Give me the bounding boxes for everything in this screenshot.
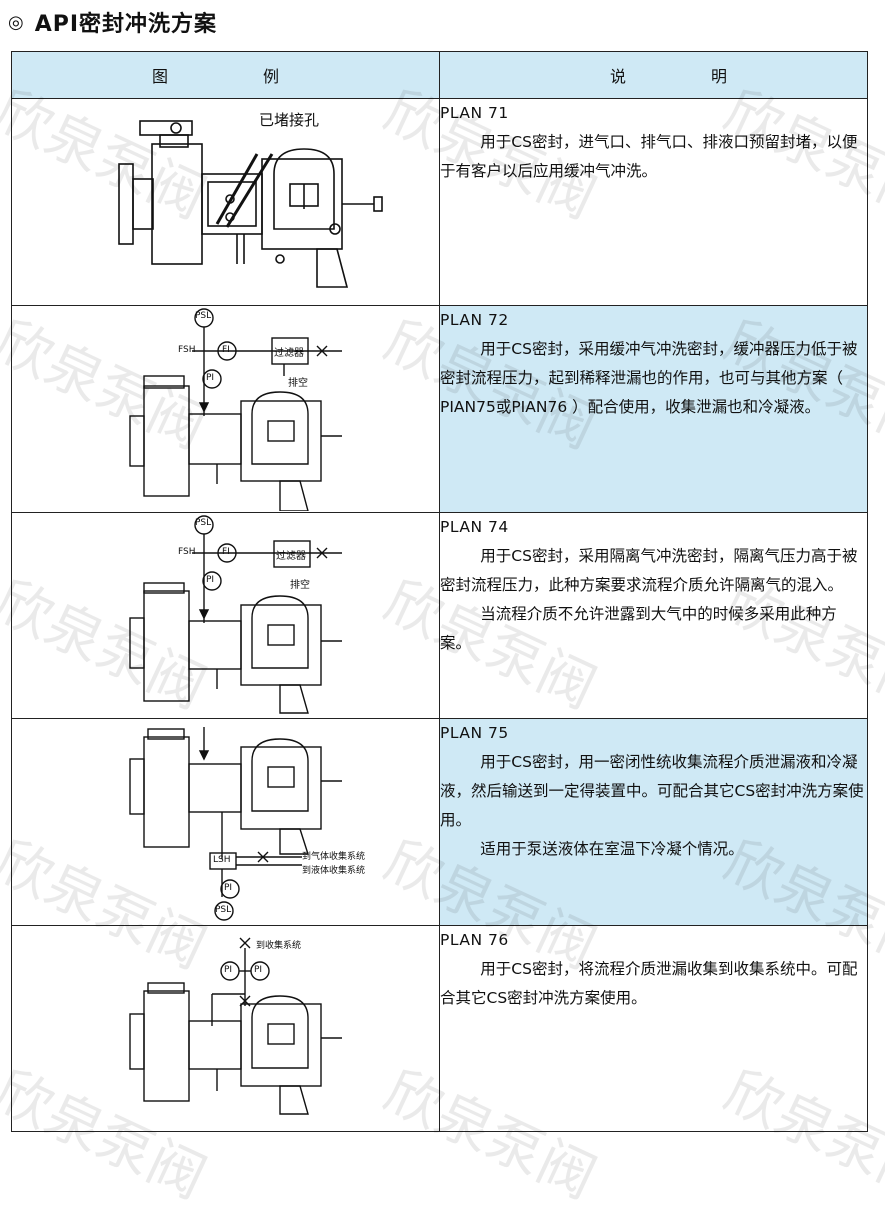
table-row: 到收集系统 PI PI PLAN 76 用于CS密封，将流程介质泄漏收集到收集系…	[11, 925, 868, 1132]
plan72-diagram: PSL FSH FI PI 过滤器 排空	[11, 305, 440, 513]
plan72-description: PLAN 72 用于CS密封，采用缓冲气冲洗密封，缓冲器压力低于被密封流程压力，…	[439, 305, 868, 513]
plan72-label-pi: PI	[206, 373, 215, 383]
plan74-name: PLAN 74	[440, 518, 509, 536]
plan75-name: PLAN 75	[440, 724, 509, 742]
plan72-label-filter: 过滤器	[274, 348, 304, 359]
plan75-label-psl: PSL	[215, 905, 232, 915]
plan74-para1: 用于CS密封，采用隔离气冲洗密封，隔离气压力高于被密封流程压力，此种方案要求流程…	[440, 547, 858, 594]
plan74-description: PLAN 74 用于CS密封，采用隔离气冲洗密封，隔离气压力高于被密封流程压力，…	[439, 512, 868, 719]
title-circle-icon: ◎	[8, 11, 25, 33]
plan74-label-filter: 过滤器	[276, 551, 306, 562]
plan74-label-pi: PI	[206, 575, 215, 585]
plan76-diagram: 到收集系统 PI PI	[11, 925, 440, 1132]
plan74-label-drain: 排空	[290, 580, 310, 591]
plan76-name: PLAN 76	[440, 931, 509, 949]
plan76-label-pi2: PI	[254, 965, 263, 975]
header-figure-char1: 图	[152, 67, 169, 86]
plan71-name: PLAN 71	[440, 104, 509, 122]
plan75-label-gas: 到气体收集系统	[302, 852, 366, 862]
plan72-para1: 用于CS密封，采用缓冲气冲洗密封，缓冲器压力低于被密封流程压力，起到稀释泄漏也的…	[440, 340, 858, 416]
plan74-diagram: PSL FSH FI PI 过滤器 排空	[11, 512, 440, 719]
table-row: PSL FSH FI PI 过滤器 排空 PLAN 74 用于CS密封，采用隔离…	[11, 512, 868, 719]
plan71-description: PLAN 71 用于CS密封，进气口、排气口、排液口预留封堵，以便于有客户以后应…	[439, 98, 868, 306]
plan75-diagram: LSH PI PSL 到气体收集系统 到液体收集系统	[11, 718, 440, 926]
plan76-description: PLAN 76 用于CS密封，将流程介质泄漏收集到收集系统中。可配合其它CS密封…	[439, 925, 868, 1132]
plan75-para1: 用于CS密封，用一密闭性统收集流程介质泄漏液和冷凝液，然后输送到一定得装置中。可…	[440, 753, 864, 829]
plan71-diagram: 已堵接孔	[11, 98, 440, 306]
plan74-label-fsh: FSH	[178, 547, 196, 557]
table-row: PSL FSH FI PI 过滤器 排空 PLAN 72 用于CS密封，采用缓冲…	[11, 305, 868, 513]
page-title: ◎ API密封冲洗方案	[8, 6, 217, 38]
plan72-label-drain: 排空	[288, 378, 308, 389]
plan75-label-liquid: 到液体收集系统	[302, 866, 366, 876]
plan72-label-psl: PSL	[195, 311, 212, 321]
table-row: LSH PI PSL 到气体收集系统 到液体收集系统 PLAN 75 用于CS密…	[11, 718, 868, 926]
table-header-row: 图例 说明	[11, 51, 868, 99]
plan75-para2: 适用于泵送液体在室温下冷凝个情况。	[480, 840, 744, 858]
header-desc-char1: 说	[610, 67, 627, 86]
header-figure: 图例	[11, 51, 440, 99]
plan74-label-psl: PSL	[195, 518, 212, 528]
table-row: 已堵接孔 PLAN 71 用于CS密封，进气口、排气口、排液口预留封堵，以便于有…	[11, 98, 868, 306]
plan76-para1: 用于CS密封，将流程介质泄漏收集到收集系统中。可配合其它CS密封冲洗方案使用。	[440, 960, 858, 1007]
plan75-description: PLAN 75 用于CS密封，用一密闭性统收集流程介质泄漏液和冷凝液，然后输送到…	[439, 718, 868, 926]
header-description: 说明	[439, 51, 868, 99]
plan74-para2: 当流程介质不允许泄露到大气中的时候多采用此种方案。	[440, 605, 837, 652]
plan72-name: PLAN 72	[440, 311, 509, 329]
plan72-label-fsh: FSH	[178, 345, 196, 355]
plan71-label: 已堵接孔	[259, 111, 320, 129]
plan75-label-lsh: LSH	[213, 855, 231, 865]
plan76-label-collect: 到收集系统	[256, 941, 302, 951]
plan75-label-pi: PI	[224, 883, 233, 893]
plan76-label-pi1: PI	[224, 965, 233, 975]
plan-table: 图例 说明	[11, 51, 868, 1132]
header-figure-char2: 例	[262, 67, 279, 86]
header-desc-char2: 明	[710, 67, 727, 86]
plan74-label-fi: FI	[222, 547, 230, 557]
plan72-label-fi: FI	[222, 345, 230, 355]
plan71-para1: 用于CS密封，进气口、排气口、排液口预留封堵，以便于有客户以后应用缓冲气冲洗。	[440, 133, 858, 180]
title-text: API密封冲洗方案	[34, 12, 218, 37]
